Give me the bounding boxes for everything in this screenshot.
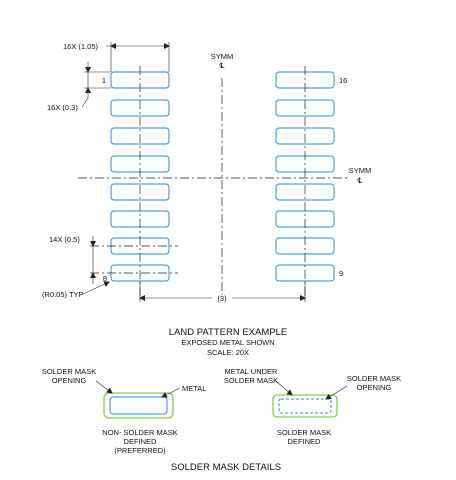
solder-mask-details-title: SOLDER MASK DETAILS [171, 462, 281, 473]
centerline-right-icon: ℄ [357, 176, 364, 185]
pin-16-label: 16 [339, 76, 347, 85]
symm-right-label: SYMM [349, 166, 372, 175]
nsmd-caption-2: DEFINED [124, 437, 158, 446]
smd-caption-2: DEFINED [288, 437, 322, 446]
smd-mask-opening [278, 398, 332, 414]
land-pattern-title: LAND PATTERN EXAMPLE [169, 327, 287, 338]
corner-radius-label: (R0.05) TYP [42, 290, 84, 299]
smd-opening-label-1: SOLDER MASK [347, 374, 401, 383]
nsmd-metal-pad [109, 396, 168, 415]
pin-8-label: 8 [103, 274, 107, 283]
smd-detail: METAL UNDER SOLDER MASK SOLDER MASK OPEN… [224, 367, 401, 446]
smd-metal-pad [272, 394, 338, 418]
nsmd-caption-3: (PREFERRED) [114, 446, 166, 455]
smd-metal-under-1: METAL UNDER [225, 367, 279, 376]
row-spacing-label: (3) [217, 294, 227, 303]
land-pattern-subtitle-2: SCALE: 20X [207, 348, 249, 357]
pad-length-label: 16X (1.05) [63, 42, 99, 51]
pad-12 [275, 183, 335, 201]
pad-width-label: 16X (0.3) [47, 103, 78, 112]
nsmd-caption-1: NON- SOLDER MASK [102, 428, 177, 437]
pad-14 [275, 127, 335, 145]
pitch-label: 14X (0.5) [49, 235, 80, 244]
symm-top-label: SYMM [211, 52, 234, 61]
nsmd-opening-label-1: SOLDER MASK [42, 367, 96, 376]
pin-9-label: 9 [339, 269, 343, 278]
land-pattern-subtitle-1: EXPOSED METAL SHOWN [181, 338, 274, 347]
smd-caption-1: SOLDER MASK [277, 428, 331, 437]
pin-1-label: 1 [102, 76, 106, 85]
centerline-top-icon: ℄ [219, 61, 226, 70]
nsmd-opening-label-2: OPENING [52, 376, 87, 385]
nsmd-detail: SOLDER MASK OPENING METAL NON- SOLDER MA… [42, 367, 207, 455]
smd-metal-under-2: SOLDER MASK [224, 376, 278, 385]
pad-5 [110, 183, 170, 201]
smd-opening-label-2: OPENING [357, 383, 392, 392]
pad-3 [110, 127, 170, 145]
nsmd-mask-opening [103, 392, 174, 419]
nsmd-metal-label: METAL [182, 384, 206, 393]
